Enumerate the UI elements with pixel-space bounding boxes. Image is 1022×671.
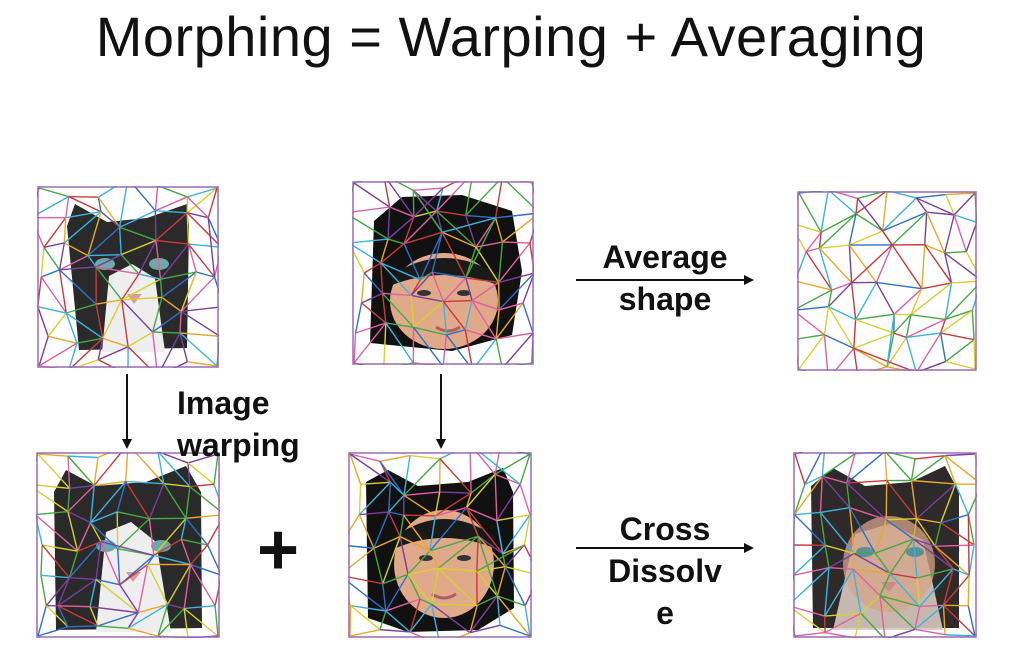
triangle-mesh — [37, 186, 219, 368]
cross-dissolve-label: Cross Dissolv e — [585, 508, 745, 634]
child-warped-image — [348, 452, 532, 638]
cat-source-image — [37, 186, 219, 368]
cross-dissolve-image — [793, 452, 977, 638]
plus-sign: + — [257, 510, 300, 590]
child-source-panel — [352, 181, 534, 365]
cat-source-panel — [37, 186, 219, 368]
child-warped-panel — [348, 452, 532, 638]
image-warping-line-1: Image — [177, 385, 270, 421]
triangle-mesh — [36, 452, 220, 638]
cat-warped-image — [36, 452, 220, 638]
image-warping-label: Image warping — [177, 382, 300, 466]
slide-title: Morphing = Warping + Averaging — [95, 5, 927, 68]
average-shape-line-1: Average — [602, 239, 728, 275]
cat-warped-panel — [36, 452, 220, 638]
image-warping-line-2: warping — [177, 427, 300, 463]
child-source-image — [352, 181, 534, 365]
cat-photo — [67, 204, 189, 352]
triangle-mesh — [797, 191, 977, 371]
cross-dissolve-panel — [793, 452, 977, 638]
triangle-mesh — [348, 452, 532, 638]
triangle-mesh — [793, 452, 977, 638]
average-shape-line-2: shape — [618, 281, 712, 317]
average-shape-label: Average shape — [585, 236, 745, 320]
triangle-mesh — [352, 181, 534, 365]
average-shape-panel — [797, 191, 977, 371]
cross-dissolve-line-3: e — [656, 595, 674, 631]
average-shape-mesh — [797, 191, 977, 371]
cross-dissolve-line-2: Dissolv — [608, 553, 722, 589]
cross-dissolve-line-1: Cross — [619, 511, 711, 547]
